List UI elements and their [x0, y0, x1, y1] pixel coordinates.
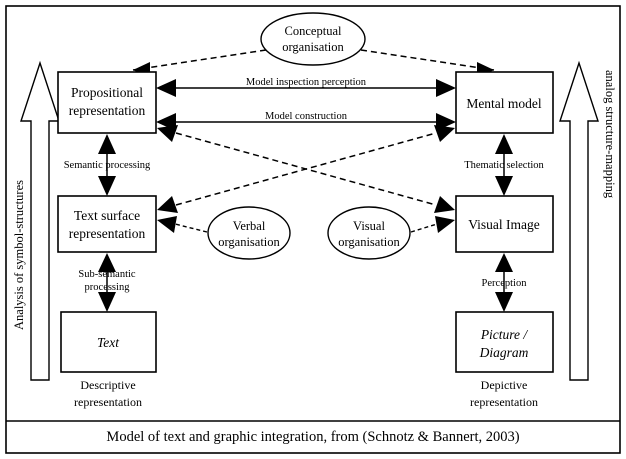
ellipse-conceptual-organisation — [260, 12, 366, 66]
perception-edge — [495, 253, 513, 312]
group-label-descriptive-line2: representation — [74, 395, 142, 409]
label-sub-semantic-line1: Sub-semantic — [78, 269, 135, 280]
ellipse-verbal-line2: organisation — [218, 235, 280, 249]
box-propositional-line2: representation — [69, 103, 146, 118]
figure-border — [5, 5, 621, 454]
label-model-inspection: Model inspection perception — [246, 77, 367, 88]
box-text-surface-representation — [57, 195, 157, 253]
box-propositional-line1: Propositional — [71, 85, 143, 100]
label-perception: Perception — [482, 278, 528, 289]
model-inspection-edge — [156, 79, 456, 97]
label-thematic-selection: Thematic selection — [464, 160, 544, 171]
box-visual-image-line1: Visual Image — [468, 217, 540, 232]
ellipse-conceptual-line2: organisation — [282, 40, 344, 54]
box-text-surface-line2: representation — [69, 226, 146, 241]
text-surface-mental-model-cross-edge — [157, 125, 455, 213]
ellipse-visual-line2: organisation — [338, 235, 400, 249]
ellipse-conceptual-line1: Conceptual — [285, 24, 342, 38]
thematic-selection-edge — [495, 134, 513, 196]
box-mental-model-line1: Mental model — [466, 96, 542, 111]
ellipse-visual-line1: Visual — [353, 219, 385, 233]
label-sub-semantic-line2: processing — [85, 282, 131, 293]
left-side-label: Analysis of symbol-structures — [12, 180, 26, 330]
figure-caption: Model of text and graphic integration, f… — [106, 429, 519, 445]
verbal-organisation-edge — [157, 216, 208, 233]
ellipse-visual-organisation — [327, 206, 411, 260]
ellipse-verbal-line1: Verbal — [233, 219, 266, 233]
semantic-processing-edge — [98, 134, 116, 196]
group-label-descriptive-line1: Descriptive — [80, 378, 135, 392]
group-label-depictive-line1: Depictive — [481, 378, 528, 392]
box-text — [60, 311, 157, 373]
sub-semantic-processing-edge — [98, 253, 116, 312]
box-picture-line2: Diagram — [479, 345, 529, 360]
box-text-surface-line1: Text surface — [74, 208, 140, 223]
label-semantic-processing: Semantic processing — [64, 160, 151, 171]
ellipse-verbal-organisation — [207, 206, 291, 260]
box-picture-line1: Picture / — [480, 327, 529, 342]
label-model-construction: Model construction — [265, 111, 348, 122]
right-block-arrow — [559, 60, 599, 381]
left-block-arrow — [20, 60, 60, 381]
visual-organisation-edge — [410, 216, 455, 233]
group-label-depictive-line2: representation — [470, 395, 538, 409]
box-visual-image — [455, 195, 554, 253]
box-propositional-representation — [57, 71, 157, 134]
box-text-label: Text — [97, 335, 120, 350]
box-picture-diagram — [455, 311, 554, 373]
box-mental-model — [455, 71, 554, 134]
right-side-label: analog structure-mapping — [603, 70, 617, 199]
